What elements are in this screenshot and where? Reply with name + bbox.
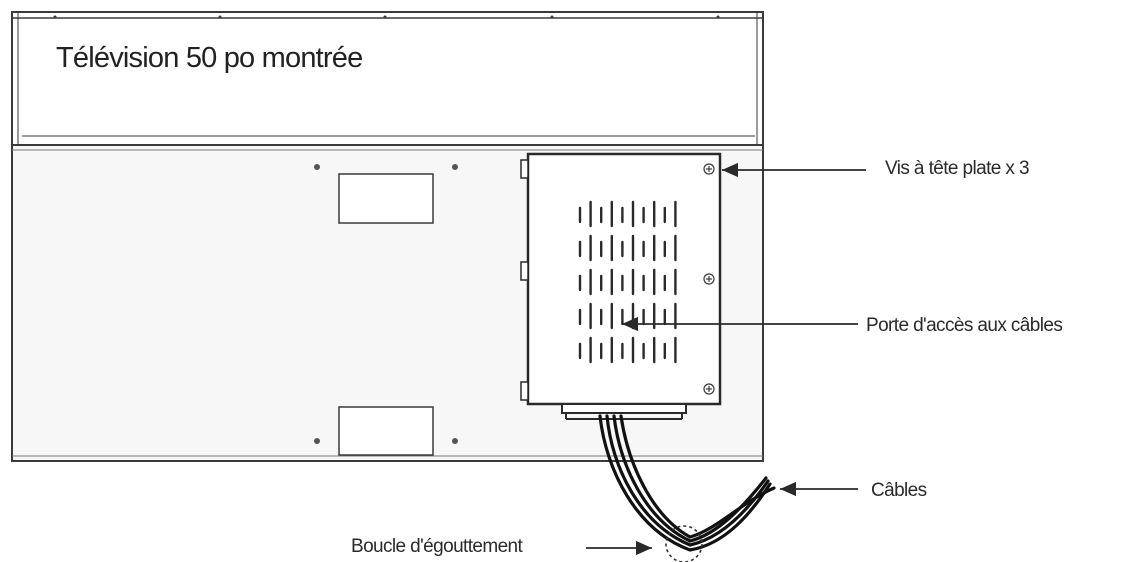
callout-cable-access-door: Porte d'accès aux câbles — [866, 315, 1063, 336]
callout-cables: Câbles — [871, 480, 927, 501]
cables — [598, 414, 776, 552]
flat-head-screw-icon — [703, 163, 715, 395]
cable-access-door — [520, 152, 722, 420]
callout-arrows — [586, 162, 866, 556]
callout-flat-head-screws: Vis à tête plate x 3 — [885, 158, 1030, 179]
diagram-title: Télévision 50 po montrée — [56, 42, 363, 74]
mount-screw-holes — [314, 164, 458, 444]
mount-plate-top — [338, 173, 434, 224]
mount-plate-bottom — [338, 406, 434, 456]
callout-drip-loop: Boucle d'égouttement — [351, 536, 523, 557]
tv-screen-frame — [11, 11, 764, 149]
drip-loop-circle — [665, 525, 703, 562]
